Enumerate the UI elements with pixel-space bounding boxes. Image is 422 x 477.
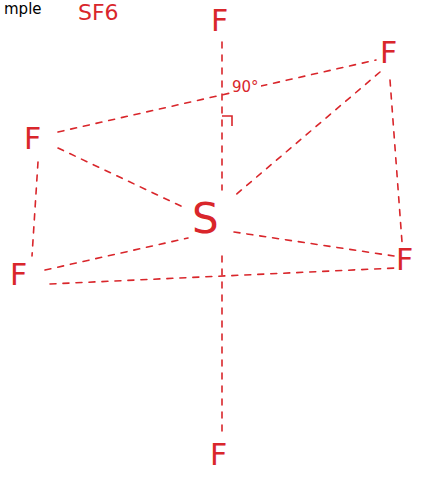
bond-line — [45, 238, 188, 270]
atom-label: F — [210, 440, 227, 470]
atom-label: F — [396, 245, 413, 275]
formula: SF6 — [78, 2, 119, 24]
edge-line — [58, 60, 376, 132]
atom-label: F — [211, 6, 228, 36]
edge-line — [50, 268, 396, 284]
atom-label: F — [380, 38, 397, 68]
atom-label: S — [192, 198, 219, 240]
bond-line — [58, 148, 185, 208]
atom-label: F — [10, 260, 27, 290]
heading-fragment: mple — [4, 2, 42, 17]
angle-label: 90° — [230, 80, 261, 95]
bond-line — [221, 256, 223, 432]
edge-line — [32, 162, 38, 256]
right-angle-mark — [222, 116, 232, 126]
bond-line — [234, 232, 394, 256]
edge-line — [390, 80, 402, 242]
atom-label: F — [24, 124, 41, 154]
